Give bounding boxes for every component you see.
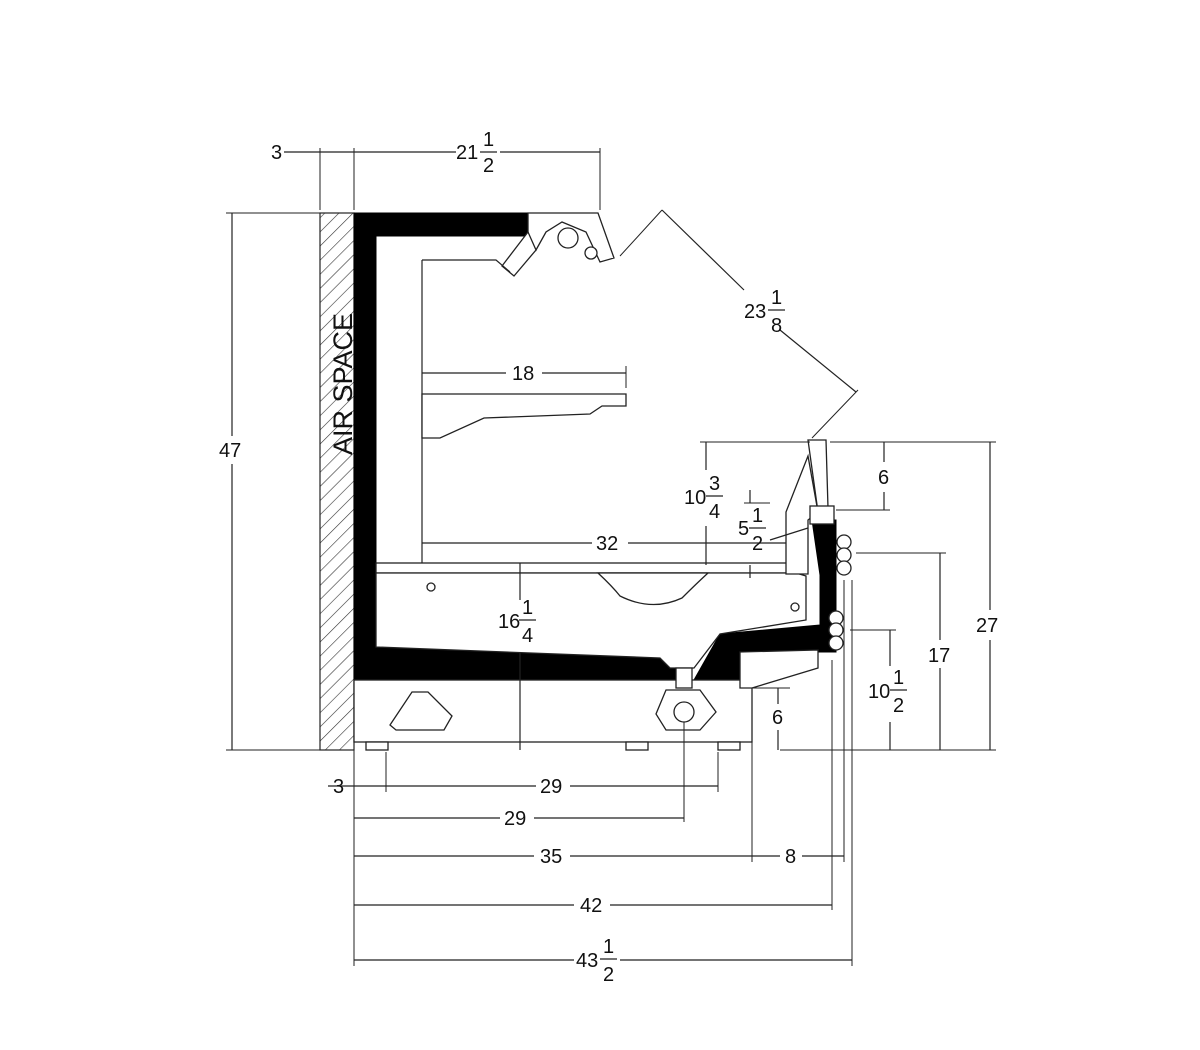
dim-base-depth: 35 — [540, 846, 562, 868]
wall-hatch — [319, 212, 355, 751]
deck — [375, 562, 807, 669]
dim-top-depth: 21 1 2 — [456, 129, 497, 177]
dim-rail-height-num: 3 — [709, 473, 720, 495]
dim-deck-depth: 32 — [596, 533, 618, 555]
dim-toe-height: 6 — [772, 707, 783, 729]
dim-bumper-height: 17 — [928, 645, 950, 667]
dim-front-height: 27 — [976, 615, 998, 637]
front-rail — [785, 439, 852, 651]
dim-rail-offset-den: 2 — [752, 533, 763, 555]
dim-drain-position: 29 — [504, 808, 526, 830]
dim-kick-height: 10 1 2 — [868, 667, 907, 717]
dim-rail-height: 10 3 4 — [684, 473, 723, 523]
shelf — [421, 393, 627, 439]
base — [353, 649, 819, 751]
dim-rail-height-den: 4 — [709, 501, 720, 523]
dim-rail-offset-num: 1 — [752, 505, 763, 527]
dim-cabinet-depth: 42 — [580, 895, 602, 917]
dim-overall-depth: 43 1 2 — [576, 936, 617, 986]
dim-glass-num: 1 — [771, 287, 782, 309]
dim-rail-offset-whole: 5 — [738, 518, 749, 540]
dimension-labels: 3 21 1 2 23 1 8 47 18 32 10 3 4 5 1 2 — [219, 129, 998, 986]
dim-overall-depth-den: 2 — [603, 964, 614, 986]
dim-top-depth-whole: 21 — [456, 142, 478, 164]
dim-leg-spacing: 29 — [540, 776, 562, 798]
dim-glass-diagonal: 23 1 8 — [744, 287, 785, 337]
dim-kick-height-den: 2 — [893, 695, 904, 717]
dim-bottom-air-gap: 3 — [333, 776, 344, 798]
dim-rail-top-small: 6 — [878, 467, 889, 489]
canopy — [422, 212, 615, 277]
dim-front-overhang: 8 — [785, 846, 796, 868]
dim-top-air-gap: 3 — [271, 142, 282, 164]
dim-glass-whole: 23 — [744, 301, 766, 323]
dim-rail-height-whole: 10 — [684, 487, 706, 509]
dim-deck-height-den: 4 — [522, 625, 533, 647]
dim-deck-height-whole: 16 — [498, 611, 520, 633]
dim-top-depth-num: 1 — [483, 129, 494, 151]
dim-deck-height: 16 1 4 — [498, 597, 536, 647]
dim-glass-den: 8 — [771, 315, 782, 337]
dim-kick-height-num: 1 — [893, 667, 904, 689]
air-space-label: AIR SPACE — [328, 313, 358, 455]
dim-shelf-depth: 18 — [512, 363, 534, 385]
dim-kick-height-whole: 10 — [868, 681, 890, 703]
dim-overall-height: 47 — [219, 440, 241, 462]
dimension-lines — [226, 148, 996, 966]
dim-rail-offset: 5 1 2 — [738, 505, 766, 555]
dim-overall-depth-num: 1 — [603, 936, 614, 958]
dim-top-depth-den: 2 — [483, 155, 494, 177]
dim-deck-height-num: 1 — [522, 597, 533, 619]
dim-overall-depth-whole: 43 — [576, 950, 598, 972]
